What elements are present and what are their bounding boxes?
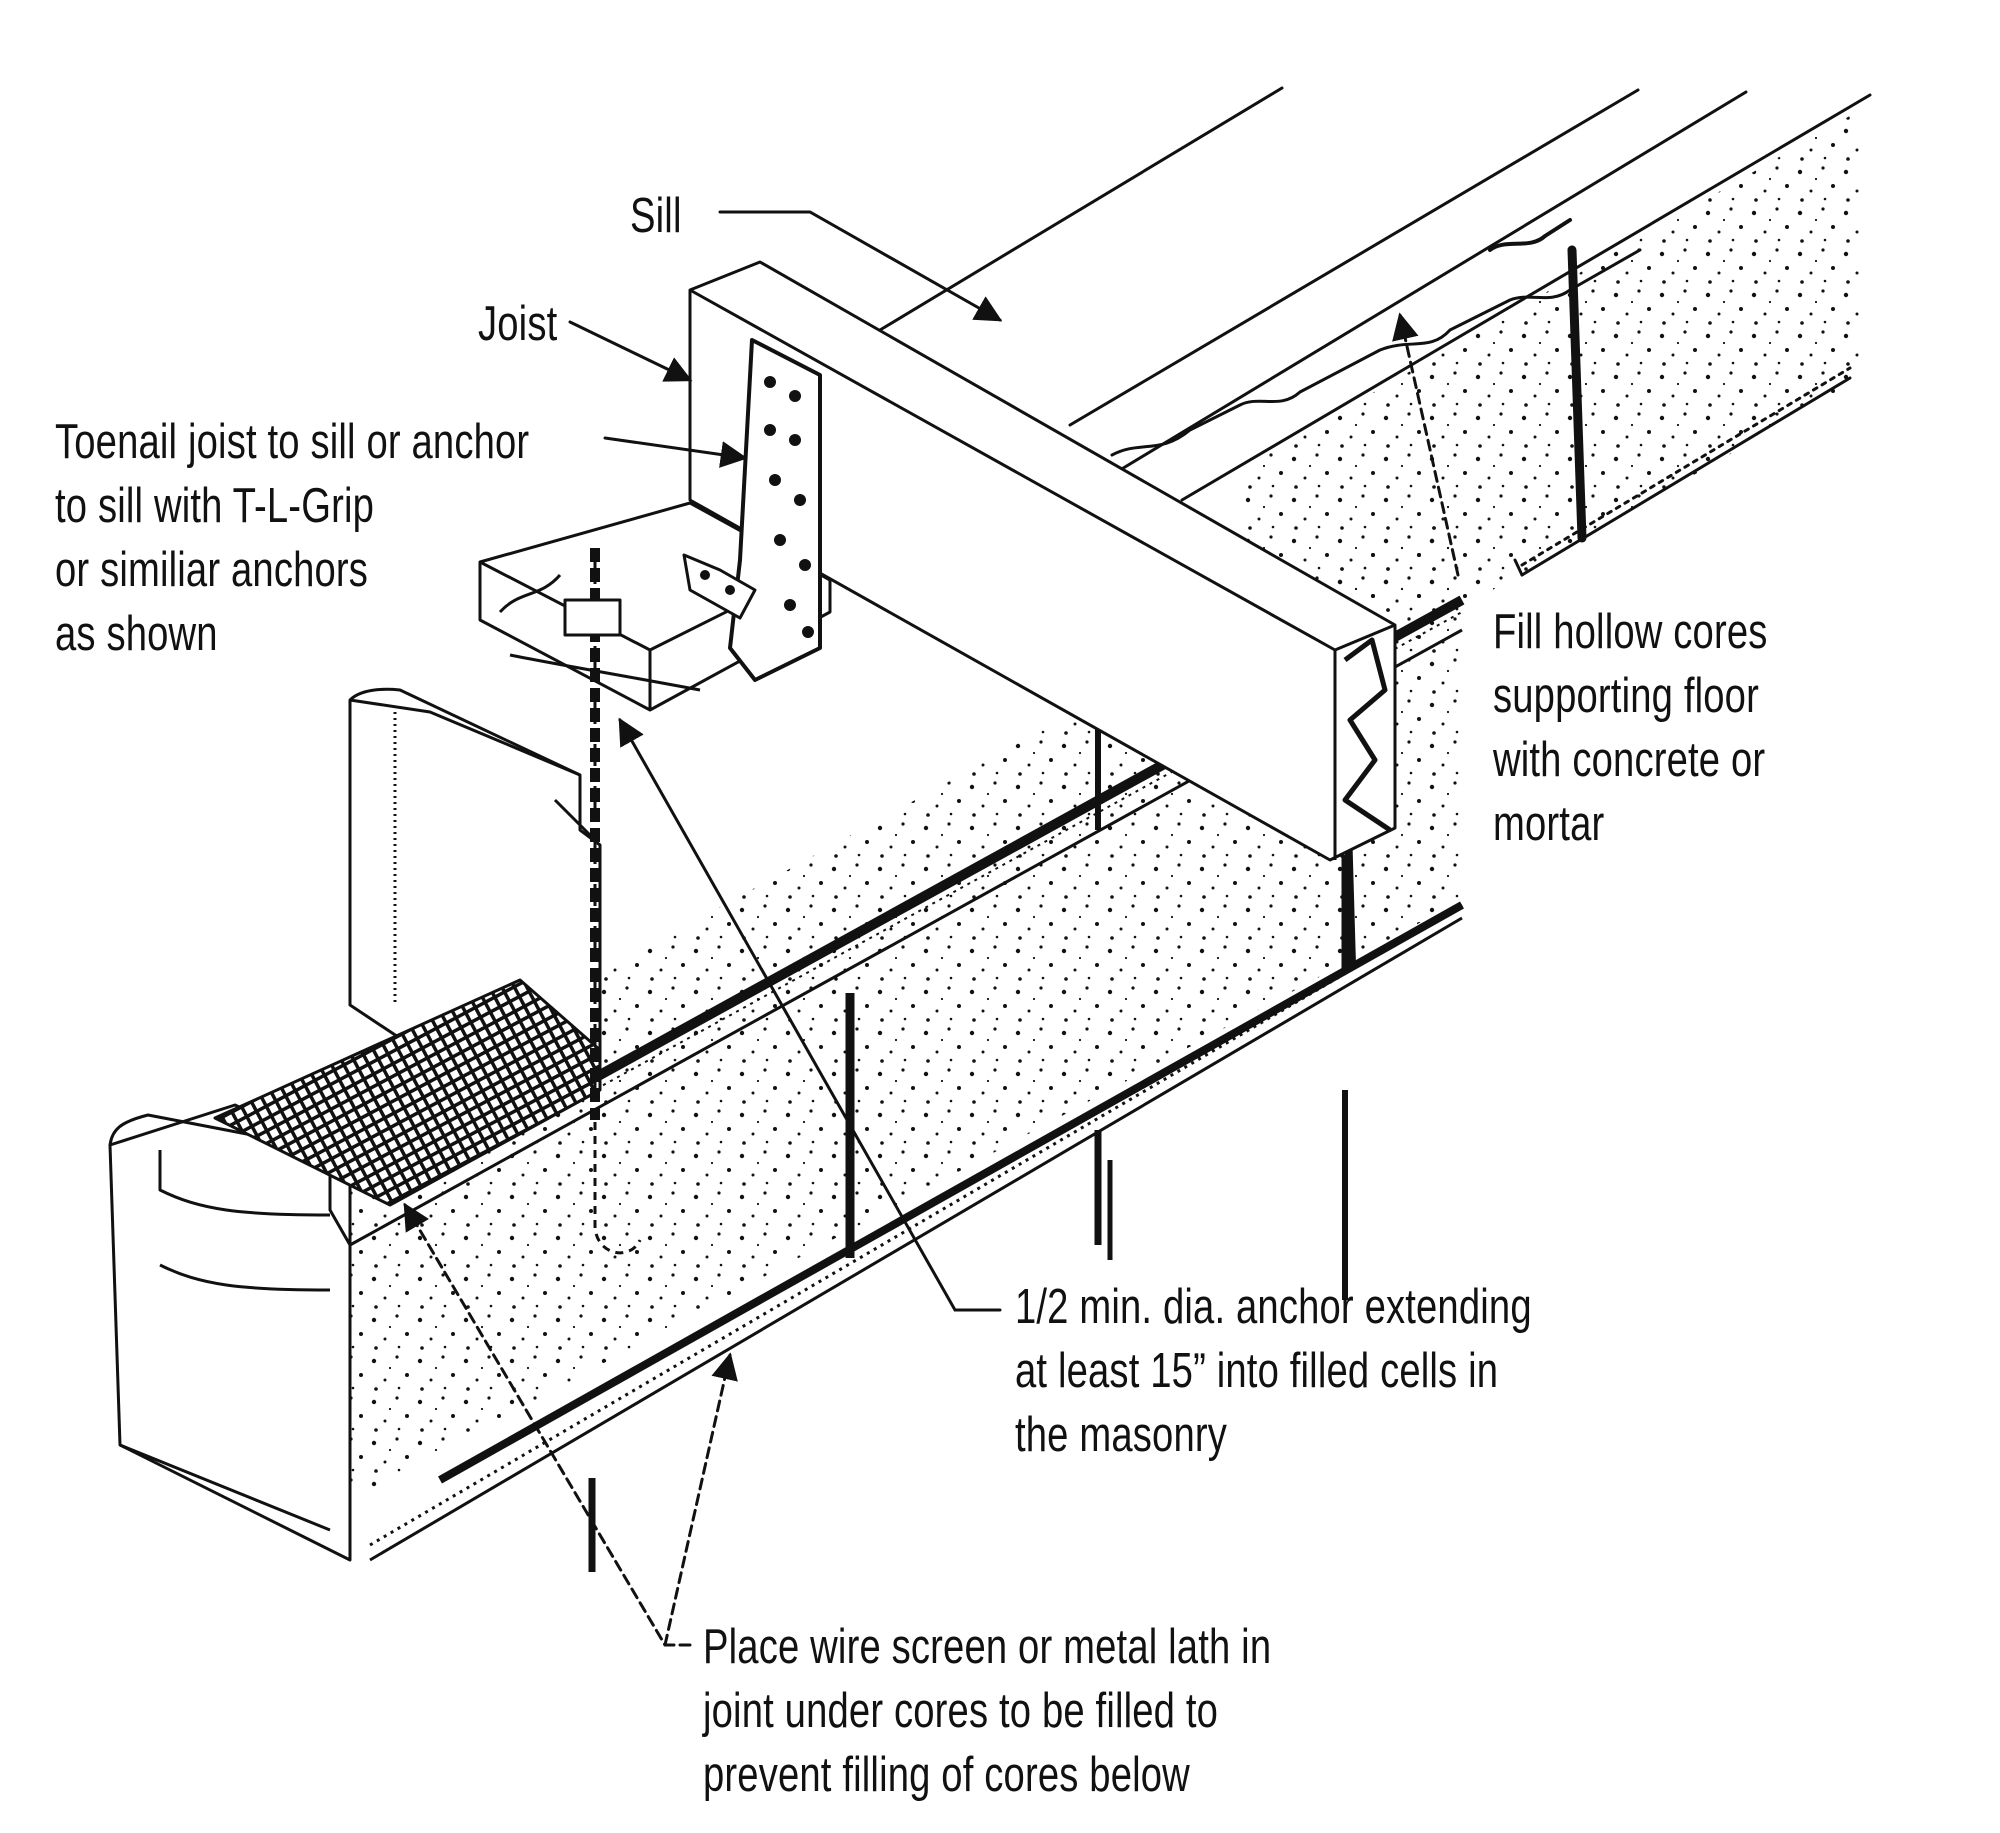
leader-joist (568, 320, 693, 382)
leader-toenail (603, 436, 748, 468)
label-sill: Sill (630, 189, 682, 243)
label-wire-screen: Place wire screen or metal lath in joint… (703, 1620, 1272, 1802)
leader-wire-screen-b (663, 1352, 738, 1647)
label-fill-cores: Fill hollow cores supporting floor with … (1493, 605, 1768, 851)
label-joist: Joist (478, 297, 558, 351)
leader-anchor (618, 717, 1002, 1312)
label-toenail: Toenail joist to sill or anchor to sill … (55, 415, 530, 661)
leader-sill (718, 210, 1003, 322)
sill-edge-line (878, 86, 1284, 332)
label-anchor: 1/2 min. dia. anchor extending at least … (1015, 1280, 1532, 1462)
leader-fill-cores (1392, 312, 1460, 577)
